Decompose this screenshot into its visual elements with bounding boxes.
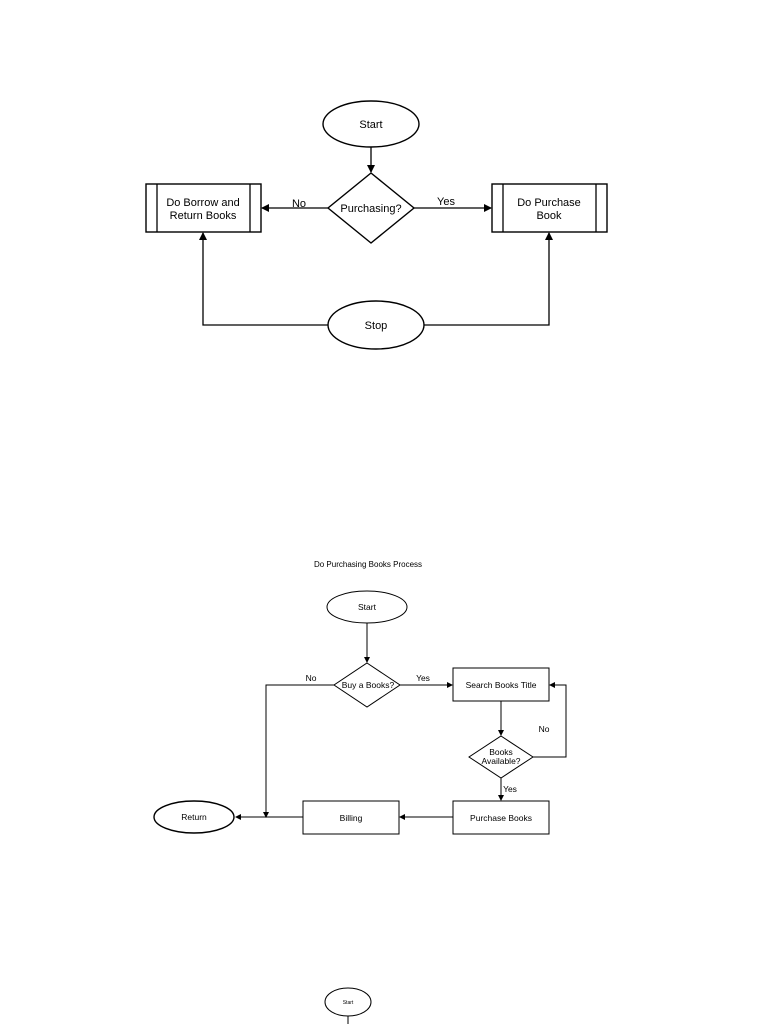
- billing-box: [302, 800, 400, 835]
- purchase-label-line1: Do Purchase: [517, 197, 581, 209]
- avail-yes-label: Yes: [503, 784, 517, 794]
- no-label: No: [292, 198, 306, 210]
- purchasing-decision: [326, 172, 416, 244]
- buy-decision: [333, 662, 401, 708]
- borrow-return-label-line1: Do Borrow and: [166, 197, 239, 209]
- avail-no-arrow: [533, 682, 567, 758]
- buy-yes-label: Yes: [416, 673, 430, 683]
- main-flowchart: Start Purchasing? No Yes Do Borrow and R…: [145, 100, 608, 350]
- buy-no-arrow: [263, 684, 334, 818]
- return-terminal: [153, 800, 235, 834]
- purchase-label-line2: Book: [536, 210, 562, 222]
- billing-label: Billing: [340, 813, 363, 823]
- available-label-line1: Books: [489, 747, 513, 757]
- yes-label: Yes: [437, 196, 455, 208]
- third-flowchart-partial: Start: [324, 987, 372, 1024]
- purchase-books-box: [452, 800, 550, 835]
- purchase-box: [491, 183, 608, 233]
- borrow-return-label-line2: Return Books: [170, 210, 237, 222]
- search-books-box: [452, 667, 550, 702]
- purchase-books-label: Purchase Books: [470, 813, 532, 823]
- process-start-label: Start: [358, 602, 377, 612]
- stop-label: Stop: [365, 320, 388, 332]
- process-title: Do Purchasing Books Process: [314, 560, 422, 569]
- stop-to-purchase-arrow: [424, 232, 553, 326]
- return-label: Return: [181, 812, 207, 822]
- purchasing-process-flowchart: Do Purchasing Books Process Start Buy a …: [153, 560, 567, 835]
- third-start-label: Start: [343, 1000, 354, 1006]
- available-label-line2: Available?: [481, 756, 520, 766]
- search-books-label: Search Books Title: [466, 680, 537, 690]
- buy-no-label: No: [306, 673, 317, 683]
- purchasing-decision-label: Purchasing?: [340, 203, 401, 215]
- borrow-return-box: [145, 183, 262, 233]
- stop-to-borrow-arrow: [199, 232, 328, 326]
- start-label: Start: [359, 119, 382, 131]
- buy-decision-label: Buy a Books?: [342, 680, 395, 690]
- avail-no-label: No: [539, 724, 550, 734]
